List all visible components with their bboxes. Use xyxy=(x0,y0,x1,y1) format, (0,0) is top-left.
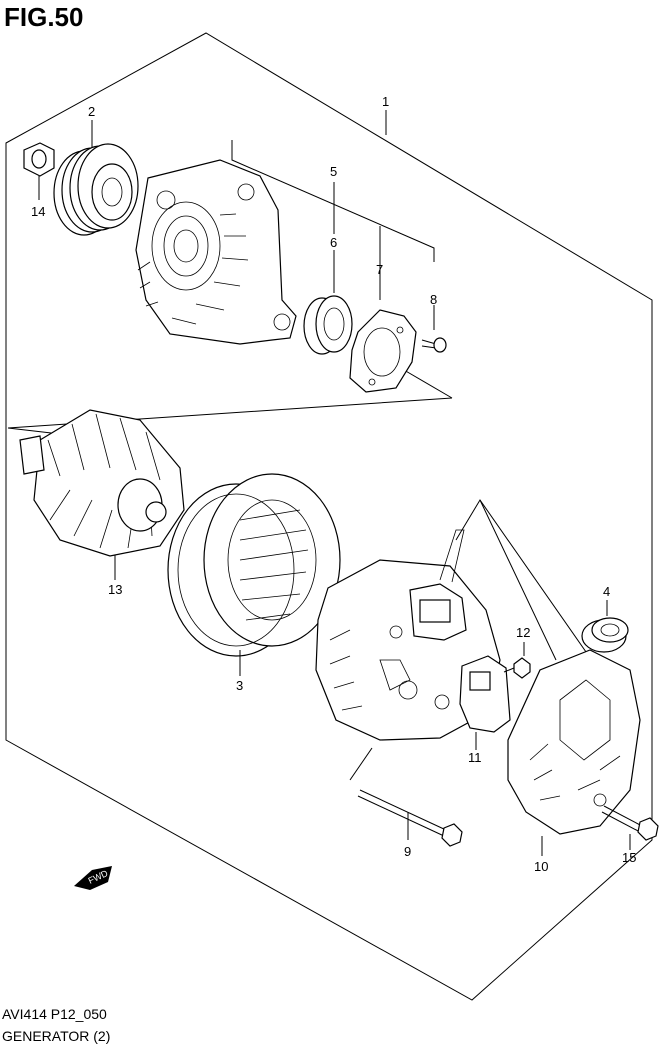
callout-4: 4 xyxy=(603,584,610,599)
bearing-part xyxy=(303,295,353,355)
callout-15: 15 xyxy=(622,850,636,865)
through-bolt-part xyxy=(357,789,463,847)
callout-9: 9 xyxy=(404,844,411,859)
fwd-arrow-icon: FWD xyxy=(74,866,112,890)
callout-8: 8 xyxy=(430,292,437,307)
callout-3: 3 xyxy=(236,678,243,693)
front-housing-part xyxy=(135,159,297,345)
nut-part xyxy=(23,142,55,200)
callout-1: 1 xyxy=(382,94,389,109)
callout-6: 6 xyxy=(330,235,337,250)
figure-title: FIG.50 xyxy=(4,2,84,32)
stator-part xyxy=(167,473,341,676)
regulator-part xyxy=(459,655,511,750)
callout-12: 12 xyxy=(516,625,530,640)
retainer-plate-part xyxy=(349,309,417,393)
pulley-part xyxy=(53,120,139,236)
callout-2: 2 xyxy=(88,104,95,119)
screw-part-12 xyxy=(503,642,531,679)
cap-part xyxy=(581,600,629,653)
callout-11: 11 xyxy=(468,750,482,765)
assembly-boundary xyxy=(5,32,653,1001)
screw-part-8 xyxy=(421,337,447,353)
rotor-part xyxy=(19,409,185,580)
callout-14: 14 xyxy=(31,204,45,219)
rear-housing-part xyxy=(315,529,501,741)
callout-5: 5 xyxy=(330,164,337,179)
bolt-part xyxy=(601,805,659,850)
callout-13: 13 xyxy=(108,582,122,597)
rear-cover-part xyxy=(507,649,641,856)
figure-name: GENERATOR (2) xyxy=(2,1028,111,1044)
figure-code: AVI414 P12_050 xyxy=(2,1006,107,1022)
callout-10: 10 xyxy=(534,859,548,874)
callout-7: 7 xyxy=(376,262,383,277)
